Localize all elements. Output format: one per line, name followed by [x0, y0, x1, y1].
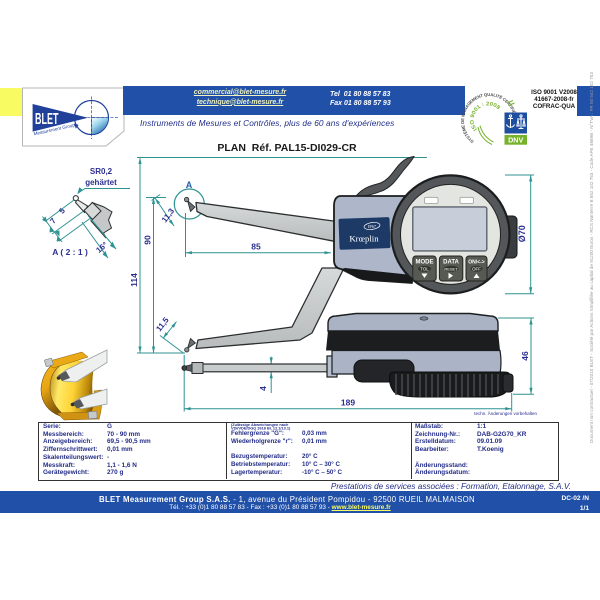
svg-text:techn. Änderungen vorbehalten: techn. Änderungen vorbehalten: [474, 410, 537, 416]
svg-text:gehärtet: gehärtet: [85, 178, 117, 187]
svg-text:90: 90: [143, 235, 153, 245]
svg-text:Document non contractuel - 07/: Document non contractuel - 07/2010 BLET …: [589, 72, 594, 443]
svg-text:114: 114: [129, 273, 139, 287]
svg-text:5: 5: [57, 206, 67, 216]
svg-text:Ø70: Ø70: [517, 225, 527, 242]
svg-text:189: 189: [341, 398, 355, 408]
svg-text:11,5: 11,5: [154, 315, 171, 333]
svg-text:7: 7: [48, 216, 58, 226]
svg-text:4: 4: [258, 386, 268, 391]
svg-text:SR0,2: SR0,2: [90, 167, 113, 176]
svg-text:DNV: DNV: [508, 136, 523, 145]
svg-text:85: 85: [251, 242, 261, 252]
svg-text:TOL: TOL: [420, 267, 429, 272]
svg-text:BLET: BLET: [35, 111, 59, 128]
svg-text:46: 46: [520, 351, 530, 361]
svg-text:A ( 2 : 1 ): A ( 2 : 1 ): [52, 247, 88, 257]
svg-text:IP67: IP67: [368, 224, 376, 229]
svg-text:RESET: RESET: [444, 267, 458, 272]
svg-text:Krœplin: Krœplin: [349, 234, 379, 244]
svg-text:DATA: DATA: [443, 260, 459, 266]
svg-text:ON/<->: ON/<->: [468, 260, 484, 266]
svg-text:A: A: [186, 180, 193, 190]
svg-text:MODE: MODE: [416, 260, 434, 266]
svg-text:OFF: OFF: [472, 267, 481, 272]
